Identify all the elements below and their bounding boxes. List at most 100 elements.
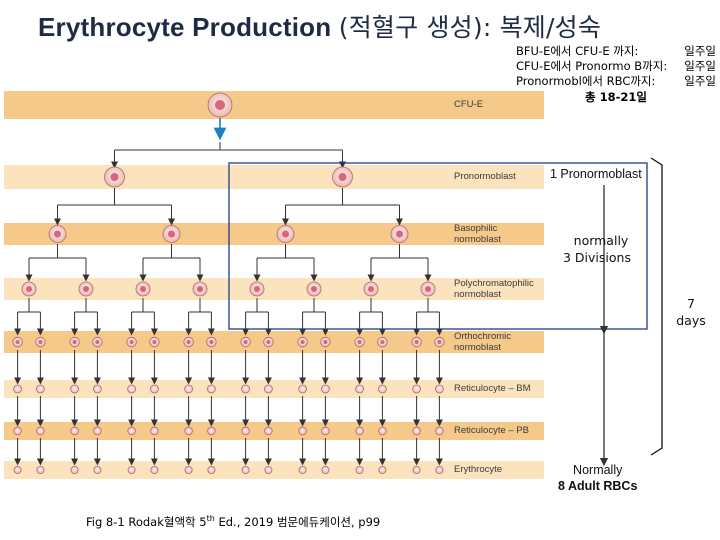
stage-label: Erythrocyte [454, 464, 503, 475]
cell-marker [355, 384, 365, 394]
result-label: Normally 8 Adult RBCs [558, 463, 638, 493]
cell-marker [321, 426, 330, 436]
cell-marker [263, 336, 274, 348]
cell-marker [412, 384, 422, 394]
cell-marker [21, 281, 37, 297]
stage-label: Pronormoblast [454, 171, 516, 182]
cell-marker [150, 465, 159, 474]
cell-marker [207, 426, 216, 436]
cell-marker [70, 465, 79, 474]
cell-marker [149, 384, 159, 394]
cell-marker [70, 426, 79, 436]
cell-marker [297, 336, 308, 348]
pronormoblast-count-label: 1 Pronormoblast [550, 167, 642, 181]
cell-marker [35, 336, 46, 348]
cell-marker [378, 465, 387, 474]
cell-marker [162, 225, 181, 243]
cell-marker [240, 336, 251, 348]
cell-marker [276, 225, 295, 243]
title-korean: (적혈구 생성): 복제/성숙 [338, 13, 602, 42]
cell-marker [435, 465, 444, 474]
note-total: 총 18-21일 [585, 90, 647, 104]
cell-marker [207, 92, 233, 118]
cell-marker [298, 384, 308, 394]
cell-marker [12, 336, 23, 348]
cell-marker [69, 336, 80, 348]
cell-marker [434, 336, 445, 348]
cell-marker [149, 336, 160, 348]
stage-band [4, 380, 544, 398]
stage-label: Reticulocyte – BM [454, 383, 531, 394]
cell-marker [411, 336, 422, 348]
cell-marker [184, 384, 194, 394]
cell-marker [184, 465, 193, 474]
cell-marker [104, 166, 125, 188]
pronormoblast-focus-box [228, 162, 648, 330]
cell-marker [320, 384, 330, 394]
cell-marker [241, 384, 251, 394]
cell-marker [93, 384, 102, 394]
cell-marker [390, 225, 409, 243]
cell-marker [127, 465, 136, 474]
page-title: Erythrocyte Production (적혈구 생성): 복제/성숙 [38, 8, 601, 44]
cell-marker [332, 166, 353, 188]
cell-marker [377, 336, 388, 348]
cell-marker [412, 465, 421, 474]
stage-label: Polychromatophilic normoblast [454, 278, 534, 300]
timeline-notes: BFU-E에서 CFU-E 까지:일주일 CFU-E에서 Pronormo B까… [516, 44, 716, 105]
seven-days-bracket [650, 157, 663, 456]
cell-marker [241, 426, 250, 436]
cell-marker [13, 426, 22, 436]
cell-marker [412, 426, 421, 436]
stage-label: Reticulocyte – PB [454, 425, 529, 436]
stage-bands [4, 91, 544, 479]
stage-label: CFU-E [454, 99, 484, 110]
cell-marker [377, 384, 387, 394]
cell-marker [378, 426, 387, 436]
figure-caption: Fig 8-1 Rodak혈액학 5th Ed., 2019 범문에듀케이션, … [86, 514, 381, 529]
cell-marker [127, 426, 136, 436]
cell-marker [70, 384, 79, 394]
cell-marker [206, 384, 216, 394]
cell-marker [321, 465, 330, 474]
title-english: Erythrocyte Production [38, 12, 332, 42]
stage-label: Orthochromic normoblast [454, 331, 512, 353]
lineage-tree [14, 118, 443, 466]
cell-marker [183, 336, 194, 348]
cell-marker [298, 426, 307, 436]
cell-marker [241, 465, 250, 474]
cell-marker [263, 384, 273, 394]
cell-marker [435, 426, 444, 436]
note-row: Pronormobl에서 RBC까지:일주일 [516, 74, 716, 88]
cell-marker [36, 384, 45, 394]
cell-marker [207, 465, 216, 474]
cell-marker [192, 281, 208, 297]
cell-marker [78, 281, 94, 297]
cell-marker [184, 426, 193, 436]
stage-band [4, 422, 544, 440]
cell-marker [264, 465, 273, 474]
note-row: BFU-E에서 CFU-E 까지:일주일 [516, 44, 716, 58]
cell-marker [206, 336, 217, 348]
cell-marker [92, 336, 103, 348]
stage-band [4, 461, 544, 479]
cell-marker [13, 465, 22, 474]
cell-marker [434, 384, 444, 394]
note-row: CFU-E에서 Pronormo B까지:일주일 [516, 59, 716, 73]
cell-marker [48, 225, 67, 243]
cell-marker [306, 281, 322, 297]
cell-marker [355, 465, 364, 474]
cell-marker [135, 281, 151, 297]
stage-label: Basophilic normoblast [454, 223, 501, 245]
cell-marker [355, 426, 364, 436]
cell-marker [264, 426, 273, 436]
cell-marker [36, 465, 45, 474]
cell-marker [420, 281, 436, 297]
cell-marker [354, 336, 365, 348]
cell-marker [36, 426, 45, 436]
divisions-label: normally 3 Divisions [563, 233, 631, 265]
cell-marker [93, 465, 102, 474]
stage-band [4, 223, 544, 245]
cell-marker [127, 384, 137, 394]
